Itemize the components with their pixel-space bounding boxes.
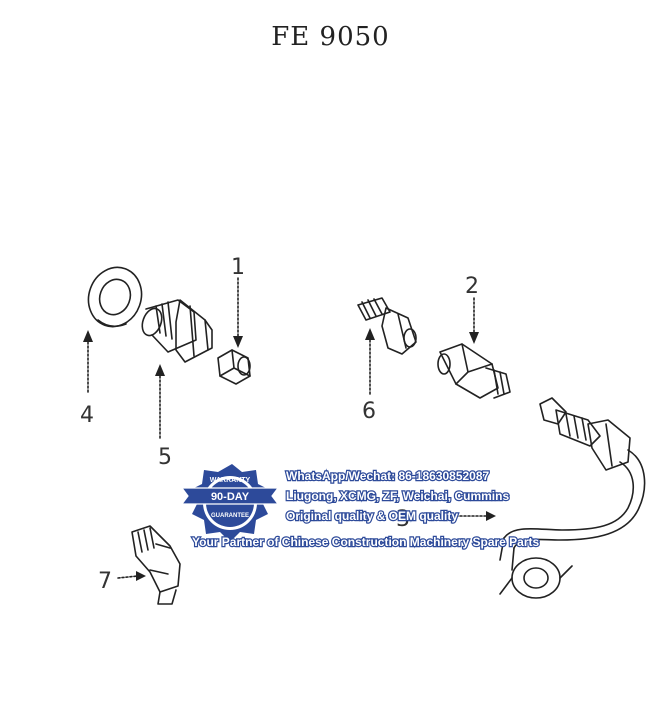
- callout-4: 4: [80, 403, 94, 428]
- badge-mid-text: 90-DAY: [211, 491, 250, 503]
- fitting-part-2: [437, 343, 511, 399]
- callout-7: 7: [98, 569, 112, 594]
- watermark-line-1: WhatsApp/Wechat: 86-18630852087: [286, 469, 490, 483]
- callout-1: 1: [231, 255, 245, 280]
- bolt-part-6: [357, 297, 417, 355]
- cap-nut-part-1: [217, 349, 251, 385]
- plug-part-5: [141, 299, 213, 363]
- callout-6: 6: [362, 399, 376, 424]
- badge-top-text: WARRANTY: [210, 477, 251, 484]
- callout-5: 5: [158, 445, 172, 470]
- watermark-line-4: Your Partner of Chinese Construction Mac…: [192, 535, 540, 549]
- callout-3: 3: [396, 507, 410, 532]
- page-title: FE 9050: [271, 22, 390, 52]
- elbow-part-7: [131, 525, 181, 605]
- callout-2: 2: [465, 274, 479, 299]
- warranty-badge: WARRANTY 90-DAY GUARANTEE: [180, 464, 280, 542]
- badge-bottom-text: GUARANTEE: [211, 513, 249, 519]
- watermark-line-3: Original quality & OEM quality: [286, 509, 458, 523]
- callout-arrows: [87, 277, 489, 579]
- watermark-line-2: Liugong, XCMG, ZF, Weichai, Cummins: [286, 489, 509, 503]
- pipe-part-3: [499, 397, 646, 599]
- washer-part-4: [87, 266, 143, 328]
